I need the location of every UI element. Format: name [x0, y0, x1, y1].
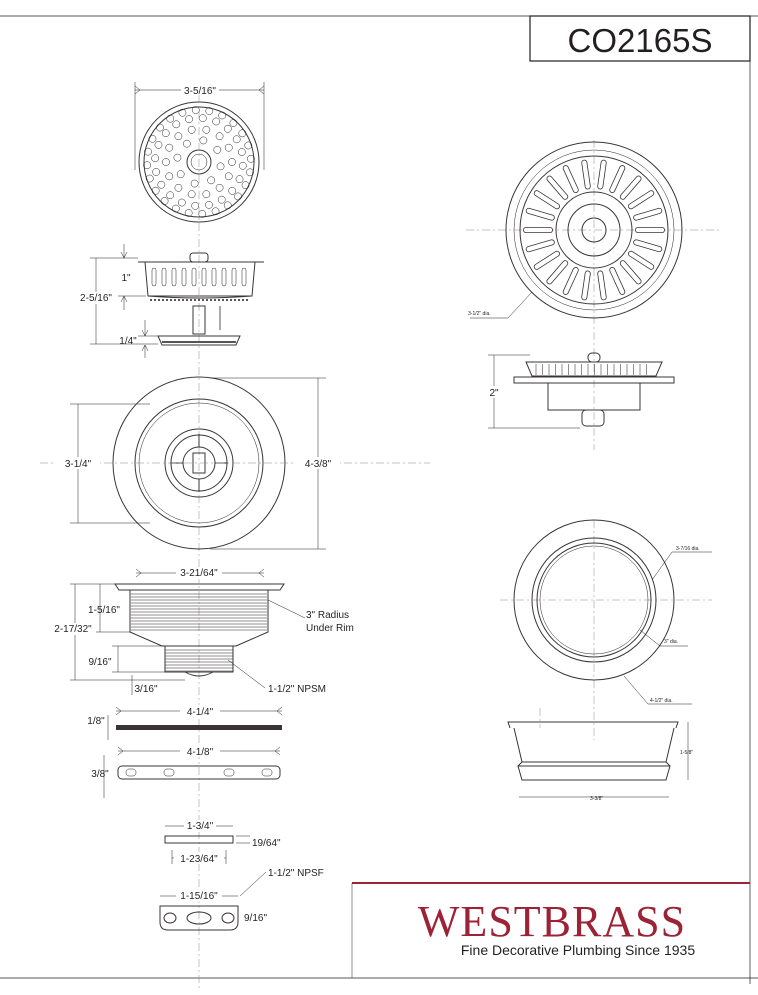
brand-block: WESTBRASS Fine Decorative Plumbing Since… [351, 882, 750, 978]
flange-top-view: 3-1/4" 4-3/8" [40, 376, 430, 550]
dim-stopper-height: 2" [489, 388, 499, 399]
dim-strainer-total: 2-5/16" [80, 293, 112, 304]
basket-slots [151, 267, 247, 287]
dim-stem: 1/4" [119, 336, 137, 347]
stopper-side-view: 2" [486, 352, 675, 429]
collar-side-view: 1-5/8" 3-3/8" [507, 708, 693, 802]
dim-collar-d2: 3" dia. [664, 639, 678, 645]
strainer-top-view: 3-5/16" [134, 82, 265, 223]
strainer-holes [143, 106, 255, 218]
dim-washer-thick: 3/8" [91, 769, 109, 780]
dim-gasket-width: 4-1/4" [187, 707, 214, 718]
stopper-top-view: 3-1/2" dia. [466, 140, 720, 450]
thread-note-npsm: 1-1/2" NPSM [268, 684, 326, 695]
thread-note-npsf: 1-1/2" NPSF [268, 868, 324, 879]
dim-strainer-width: 3-5/16" [184, 86, 216, 97]
body-threads [165, 649, 233, 672]
dim-body-total: 2-17/32" [54, 624, 92, 635]
dim-flange-outer: 4-3/8" [305, 459, 332, 470]
dim-nut-width: 1-3/4" [187, 821, 214, 832]
stopper-slots [523, 159, 665, 301]
strainer-side-view: 2-5/16" 1" 1/4" [74, 244, 264, 358]
nut-view: 1-3/4" 19/64" 1-23/64" [164, 820, 281, 865]
dim-body-width: 3-21/64" [180, 568, 218, 579]
dim-coupling-width: 1-15/16" [180, 891, 218, 902]
body-ribs [131, 593, 267, 631]
radius-note-2: Under Rim [306, 623, 354, 634]
dim-nut-height: 19/64" [252, 838, 281, 849]
body-side-view: 3-21/64" 2-17/32" 1-5/16" 9/16" 3/16" 3"… [52, 567, 354, 695]
dim-body-upper: 1-5/16" [88, 605, 120, 616]
dim-gasket-thick: 1/8" [87, 716, 105, 727]
dim-flange-inner: 3-1/4" [65, 459, 92, 470]
dim-coupling-height: 9/16" [244, 913, 267, 924]
radius-note: 3" Radius [306, 610, 349, 621]
model-number: CO2165S [568, 22, 713, 59]
title-block: CO2165S [529, 15, 751, 62]
dim-collar-width: 3-3/8" [590, 796, 603, 802]
brand-tagline: Fine Decorative Plumbing Since 1935 [461, 942, 695, 958]
dim-collar-d3: 4-1/2" dia. [650, 698, 673, 704]
brand-name: WESTBRASS [418, 897, 686, 946]
dim-collar-height: 1-5/8" [680, 750, 693, 756]
gasket-view: 4-1/4" 1/8" [87, 705, 283, 740]
dim-collar-d1: 3-7/16 dia. [676, 546, 700, 552]
dim-basket-height: 1" [121, 273, 131, 284]
coupling-view: 1-1/2" NPSF 1-15/16" 9/16" [159, 868, 324, 931]
dim-stopper-dia: 3-1/2" dia. [468, 311, 491, 317]
dim-nut-inner: 1-23/64" [180, 854, 218, 865]
dim-body-lower: 9/16" [88, 657, 111, 668]
dim-body-bottom: 3/16" [134, 684, 157, 695]
dim-washer-width: 4-1/8" [187, 747, 214, 758]
stopper-ribs [535, 364, 647, 375]
washer-view: 4-1/8" 3/8" [91, 745, 281, 798]
collar-top-view: 3-7/16 dia. 3" dia. 4-1/2" dia. [500, 519, 712, 740]
